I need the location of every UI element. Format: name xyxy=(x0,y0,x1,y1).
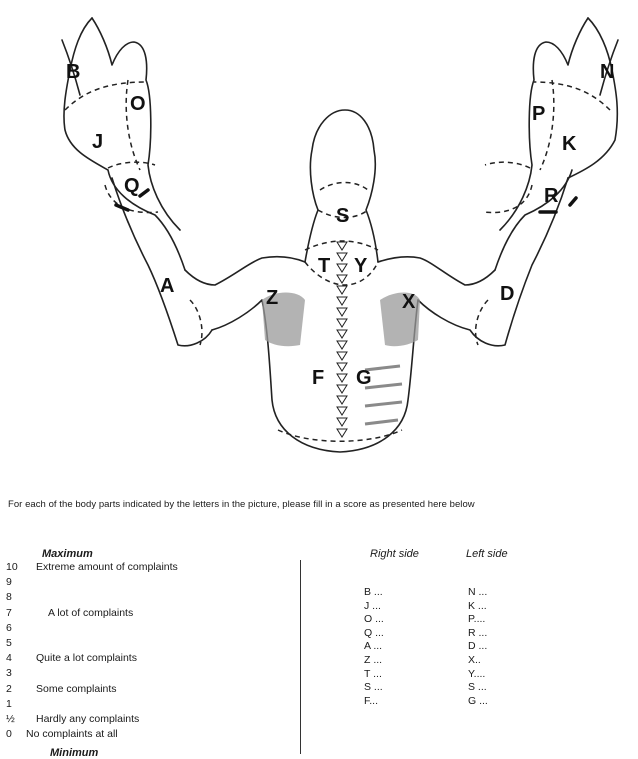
label-j: J xyxy=(92,131,103,153)
right-score-field[interactable]: Z ... xyxy=(364,654,382,666)
left-side-header: Left side xyxy=(466,548,508,560)
spine-triangle xyxy=(337,429,347,437)
label-n: N xyxy=(600,61,614,83)
label-f: F xyxy=(312,367,324,389)
label-k: K xyxy=(562,133,577,155)
left-score-field[interactable]: N ... xyxy=(468,586,487,598)
spine-triangle xyxy=(337,341,347,349)
label-s: S xyxy=(336,205,349,227)
spine-triangle xyxy=(337,385,347,393)
label-a: A xyxy=(160,275,174,297)
spine-triangle xyxy=(337,396,347,404)
left-score-field[interactable]: R ... xyxy=(468,627,487,639)
spine-triangle xyxy=(337,253,347,261)
spine-markers xyxy=(337,242,347,437)
right-hand-outline xyxy=(64,18,185,270)
left-score-field[interactable]: D ... xyxy=(468,640,487,652)
scale-max-heading: Maximum xyxy=(42,548,93,560)
head-outline xyxy=(305,110,378,262)
label-p: P xyxy=(532,103,545,125)
scale-number: 6 xyxy=(6,622,26,634)
scale-number: 0 xyxy=(6,728,26,740)
instruction-text: For each of the body parts indicated by … xyxy=(8,499,638,510)
right-side-header: Right side xyxy=(370,548,419,560)
spine-triangle xyxy=(337,374,347,382)
right-score-field[interactable]: B ... xyxy=(364,586,383,598)
spine-triangle xyxy=(337,319,347,327)
spine-triangle xyxy=(337,275,347,283)
right-score-field[interactable]: O ... xyxy=(364,613,384,625)
scale-number: 5 xyxy=(6,637,26,649)
scale-description: No complaints at all xyxy=(26,728,118,740)
spine-triangle xyxy=(337,418,347,426)
scale-number: 3 xyxy=(6,667,26,679)
label-r: R xyxy=(544,185,559,207)
scale-number: 8 xyxy=(6,591,26,603)
right-score-field[interactable]: S ... xyxy=(364,681,383,693)
left-score-field[interactable]: X.. xyxy=(468,654,481,666)
scale-number: 9 xyxy=(6,576,26,588)
label-y: Y xyxy=(354,255,368,277)
right-score-field[interactable]: J ... xyxy=(364,600,381,612)
spine-triangle xyxy=(337,242,347,250)
right-forearm-outline xyxy=(112,178,212,346)
left-score-field[interactable]: Y.... xyxy=(468,668,485,680)
scale-description: Quite a lot complaints xyxy=(36,652,137,664)
scale-min-heading: Minimum xyxy=(50,747,98,759)
spine-triangle xyxy=(337,286,347,294)
scale-number: 2 xyxy=(6,683,26,695)
spine-triangle xyxy=(337,308,347,316)
spine-triangle xyxy=(337,363,347,371)
right-score-field[interactable]: F... xyxy=(364,695,378,707)
label-t: T xyxy=(318,255,330,277)
spine-triangle xyxy=(337,297,347,305)
spine-triangle xyxy=(337,264,347,272)
scale-description: Extreme amount of complaints xyxy=(36,561,178,573)
left-score-field[interactable]: K ... xyxy=(468,600,487,612)
scale-number: 7 xyxy=(6,607,26,619)
scale-number: 1 xyxy=(6,698,26,710)
scale-description: Some complaints xyxy=(36,683,117,695)
label-q: Q xyxy=(124,175,140,197)
column-divider xyxy=(300,560,301,754)
left-score-field[interactable]: S ... xyxy=(468,681,487,693)
label-z: Z xyxy=(266,287,278,309)
label-o: O xyxy=(130,93,146,115)
label-b: B xyxy=(66,61,80,83)
right-score-field[interactable]: T ... xyxy=(364,668,382,680)
scale-description: A lot of complaints xyxy=(48,607,133,619)
spine-triangle xyxy=(337,352,347,360)
label-g: G xyxy=(356,367,372,389)
left-score-field[interactable]: P.... xyxy=(468,613,485,625)
scale-description: Hardly any complaints xyxy=(36,713,139,725)
right-score-field[interactable]: A ... xyxy=(364,640,382,652)
left-score-field[interactable]: G ... xyxy=(468,695,488,707)
body-diagram: B O J Q A Z S T Y F G X D N P K R xyxy=(0,0,638,470)
scale-number: 4 xyxy=(6,652,26,664)
right-score-field[interactable]: Q ... xyxy=(364,627,384,639)
label-d: D xyxy=(500,283,514,305)
spine-triangle xyxy=(337,330,347,338)
scale-number: ½ xyxy=(6,713,26,725)
label-x: X xyxy=(402,291,416,313)
spine-triangle xyxy=(337,407,347,415)
scale-number: 10 xyxy=(6,561,26,573)
